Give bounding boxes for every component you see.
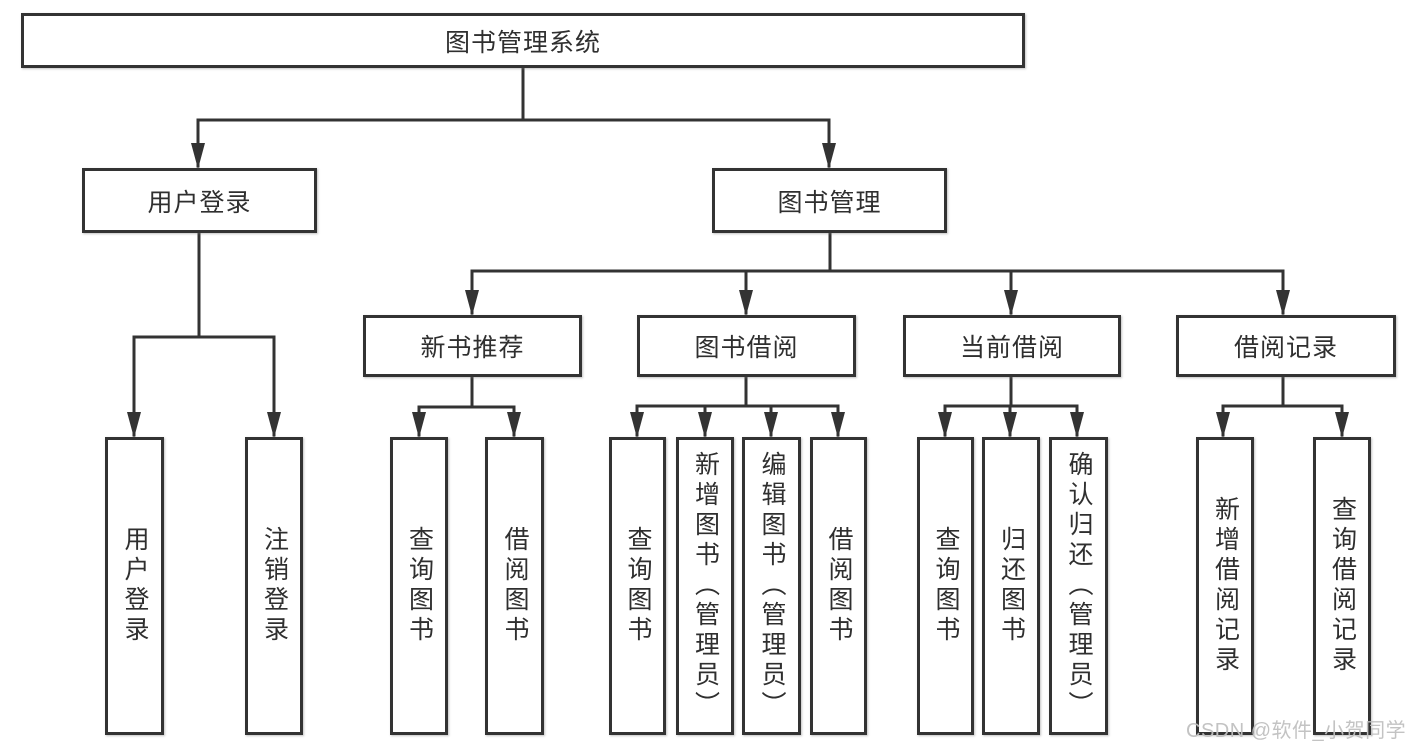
leaf-query-borrow-record: 查询借阅记录 xyxy=(1313,437,1371,735)
leaf-borrow-books: 借阅图书 xyxy=(810,437,867,735)
node-user-login: 用户登录 xyxy=(82,168,317,233)
node-book-management: 图书管理 xyxy=(712,168,947,233)
leaf-user-login: 用户登录 xyxy=(105,437,164,735)
node-root-system: 图书管理系统 xyxy=(21,13,1025,68)
leaf-borrow-books-newbook: 借阅图书 xyxy=(485,437,544,735)
connector-book-mgmt-children xyxy=(470,229,1285,315)
leaf-query-books-current: 查询图书 xyxy=(917,437,974,735)
leaf-confirm-return-admin: 确认归还（管理员） xyxy=(1049,437,1108,735)
leaf-edit-books-admin: 编辑图书（管理员） xyxy=(742,437,801,735)
node-current-borrow: 当前借阅 xyxy=(903,315,1121,377)
leaf-add-books-admin: 新增图书（管理员） xyxy=(676,437,734,735)
arrowheads xyxy=(127,143,1349,438)
leaf-query-books-borrow: 查询图书 xyxy=(609,437,666,735)
leaf-return-books: 归还图书 xyxy=(982,437,1040,735)
leaf-logout: 注销登录 xyxy=(245,437,303,735)
node-book-borrow: 图书借阅 xyxy=(637,315,856,377)
csdn-watermark: CSDN @软件_小贺同学 xyxy=(1186,720,1405,742)
leaf-query-books-newbook: 查询图书 xyxy=(390,437,448,735)
connector-borrow-record-children xyxy=(1221,373,1344,437)
connector-root-to-level2 xyxy=(196,64,831,168)
connector-user-login-children xyxy=(132,229,276,437)
leaf-add-borrow-record: 新增借阅记录 xyxy=(1196,437,1254,735)
connector-book-borrow-children xyxy=(635,373,840,437)
node-borrow-record: 借阅记录 xyxy=(1176,315,1396,377)
connector-new-book-children xyxy=(417,373,516,437)
node-new-book-recommend: 新书推荐 xyxy=(363,315,582,377)
